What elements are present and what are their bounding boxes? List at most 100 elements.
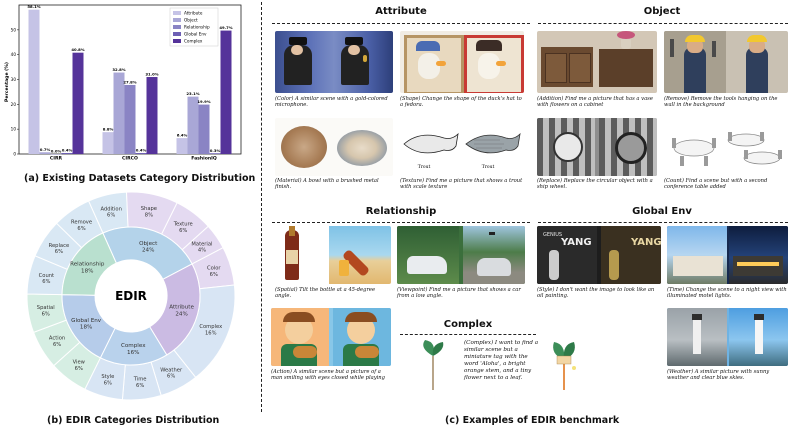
bar-data-label: 49.7% <box>219 25 232 30</box>
bar-data-label: 6.4% <box>177 133 188 138</box>
addition-example-image <box>537 31 657 93</box>
section-object-rule <box>538 23 788 24</box>
bar-data-label: 31.0% <box>145 72 158 77</box>
bar-global-env-cirr <box>61 153 73 154</box>
caption-b: (b) EDIR Categories Distribution <box>47 415 220 426</box>
bar-data-label: 0.3% <box>210 148 221 153</box>
x-tick-label: CIRCO <box>122 156 138 162</box>
y-tick-label: 50 <box>11 27 17 32</box>
y-tick-label: 0 <box>13 152 16 157</box>
bar-complex-circo <box>146 77 158 154</box>
remove-example-image <box>664 31 788 93</box>
weather-example-caption: (Weather) A similar picture with sunny w… <box>667 369 770 382</box>
bar-relationship-circo <box>124 84 136 154</box>
sunburst-center <box>95 260 167 332</box>
caption-c: (c) Examples of EDIR benchmark <box>445 415 620 426</box>
caption-a: (a) Existing Datasets Category Distribut… <box>24 173 256 184</box>
legend-swatch <box>173 25 181 29</box>
legend-swatch <box>173 11 181 15</box>
texture-example-image: Trout Trout <box>400 118 524 176</box>
bar-data-label: 0.0% <box>51 149 62 154</box>
category-bar-chart: 58.1%0.7%0.0%0.4%40.8%8.8%32.8%27.8%0.4%… <box>4 4 242 162</box>
texture-label-a: Trout <box>418 164 431 170</box>
panel-divider <box>261 2 262 412</box>
legend-swatch <box>173 39 181 43</box>
bar-data-label: 0.7% <box>40 147 51 152</box>
replace-example-image <box>537 118 657 176</box>
spatial-example-image <box>275 226 391 284</box>
section-global-env-rule <box>538 222 788 223</box>
bar-data-label: 32.8% <box>112 67 125 72</box>
texture-label-b: Trout <box>482 164 495 170</box>
time-example-image <box>667 226 788 284</box>
y-tick-label: 40 <box>11 52 17 57</box>
remove-example-caption: (Remove) Remove the tools hanging on the… <box>664 96 778 109</box>
bar-object-circo <box>113 72 125 154</box>
complex-target-image <box>544 338 584 392</box>
section-attribute-title: Attribute <box>375 6 427 17</box>
style-example-caption: (Style) I don't want the image to look l… <box>537 287 655 300</box>
color-example-image <box>275 31 393 93</box>
bar-data-label: 40.8% <box>71 47 84 52</box>
y-axis-label: Percentage (%) <box>4 62 10 102</box>
legend-label: Object <box>184 18 198 23</box>
section-attribute-rule <box>272 23 530 24</box>
legend-swatch <box>173 18 181 22</box>
y-tick-label: 10 <box>11 127 17 132</box>
bar-data-label: 23.1% <box>186 91 199 96</box>
legend-label: Global Env <box>184 32 207 37</box>
legend-label: Complex <box>184 39 203 44</box>
bar-global-env-circo <box>135 153 147 154</box>
bar-complex-fashioniq <box>220 30 232 155</box>
bar-data-label: 8.8% <box>103 127 114 132</box>
material-example-image <box>275 118 393 176</box>
count-example-image <box>664 118 788 176</box>
time-example-caption: (Time) Change the scene to a night view … <box>667 287 787 300</box>
bar-data-label: 19.9% <box>197 99 210 104</box>
texture-example-caption: (Texture) Find me a picture that shows a… <box>400 178 523 191</box>
viewpoint-example-caption: (Viewpoint) Find me a picture that shows… <box>397 287 521 300</box>
bar-data-label: 27.8% <box>123 79 136 84</box>
action-example-image <box>271 308 391 366</box>
legend-label: Relationship <box>184 25 210 30</box>
section-relationship-title: Relationship <box>365 206 437 217</box>
style-poster-text-b: YANG <box>561 237 592 248</box>
complex-query-image <box>405 338 459 392</box>
bar-attribute-fashioniq <box>176 138 188 154</box>
section-complex-title: Complex <box>443 319 493 330</box>
bar-object-fashioniq <box>187 96 199 154</box>
section-object-title: Object <box>643 6 681 17</box>
section-global-env-title: Global Env <box>632 206 692 217</box>
bars-layer: 58.1%0.7%0.0%0.4%40.8%8.8%32.8%27.8%0.4%… <box>27 4 233 155</box>
trout-drawings: Trout Trout <box>403 132 521 170</box>
shape-example-caption: (Shape) Change the shape of the duck's h… <box>400 96 522 109</box>
bar-data-label: 58.1% <box>27 4 40 9</box>
sunburst-center-label: EDIR <box>115 289 147 303</box>
x-tick-label: CIRR <box>50 156 63 162</box>
bar-complex-cirr <box>72 52 84 154</box>
color-example-caption: (Color) A similar scene with a gold-colo… <box>275 96 388 109</box>
addition-example-caption: (Addition) Find me a picture that has a … <box>537 96 653 109</box>
replace-example-caption: (Replace) Replace the circular object wi… <box>537 178 653 191</box>
bar-attribute-cirr <box>28 9 40 154</box>
section-relationship-rule <box>272 222 530 223</box>
